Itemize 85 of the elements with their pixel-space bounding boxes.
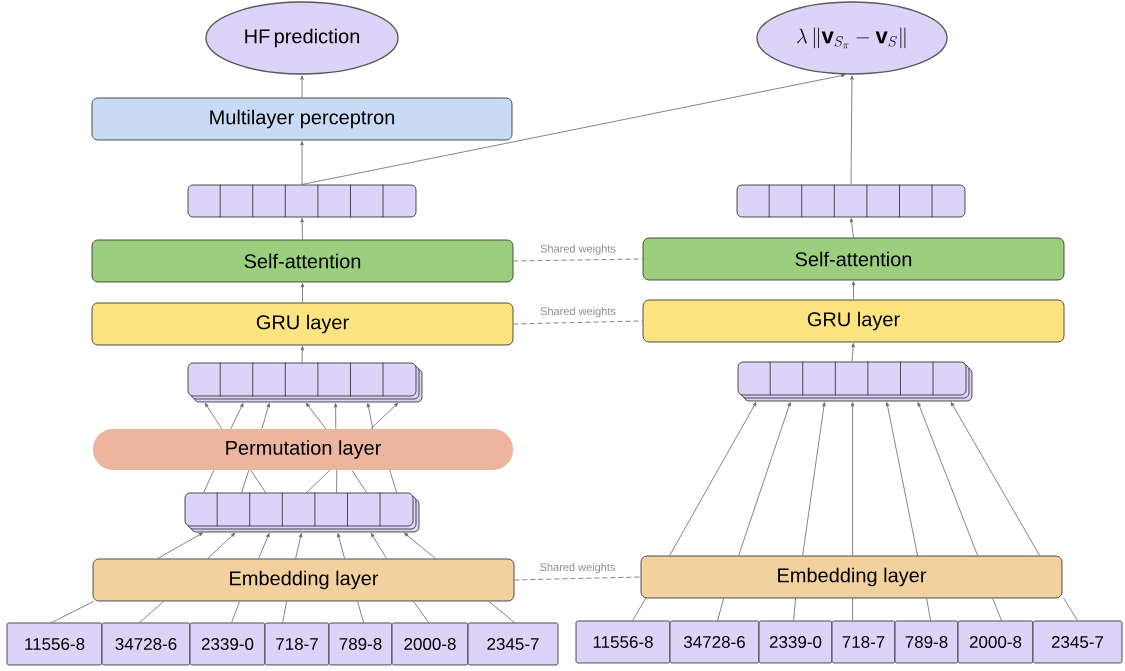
connector-line: [203, 469, 215, 493]
layer-box: Embedding layer: [92, 558, 515, 602]
arrow: [917, 402, 978, 556]
arrow: [301, 73, 846, 185]
arrow: [207, 532, 236, 559]
vector-stack: [184, 492, 420, 533]
arrow: [305, 402, 327, 430]
connector-line: [488, 601, 515, 623]
arrow: [885, 402, 918, 556]
arrow: [337, 533, 345, 559]
connector-line: [632, 598, 646, 621]
connector-line: [389, 469, 397, 493]
connector-line: [231, 601, 240, 623]
layer-box: Self-attention: [91, 239, 514, 283]
connector-line: [413, 601, 429, 623]
dashed-connector: [513, 320, 643, 325]
code-cell: 2000-8: [391, 622, 469, 666]
layer-box: Permutation layer: [93, 429, 513, 470]
connector-line: [306, 469, 331, 493]
connector-line: [926, 598, 931, 621]
connector-line: [357, 601, 364, 623]
connector-line: [793, 598, 796, 621]
arrow: [370, 532, 387, 559]
vector-stack: [737, 361, 973, 402]
layer-box: GRU layer: [642, 299, 1065, 343]
connector-line: [282, 601, 287, 623]
dashed-connector: [514, 576, 641, 581]
connector-line: [241, 469, 250, 493]
code-cell: 789-8: [328, 622, 393, 666]
connector-line: [717, 598, 724, 621]
code-cell: 2000-8: [957, 620, 1034, 664]
arrow: [669, 402, 757, 556]
edge-label: Shared weights: [538, 562, 617, 575]
arrow: [258, 533, 270, 559]
connector-line: [1063, 598, 1078, 621]
arrow: [157, 532, 203, 559]
arrow: [204, 402, 223, 430]
arrow: [850, 402, 855, 556]
arrow: [261, 403, 270, 430]
layer-box: Embedding layer: [640, 555, 1063, 599]
code-cell: 718-7: [264, 622, 330, 666]
code-cell: 34728-6: [101, 622, 191, 666]
arrow: [851, 281, 856, 300]
connector-line: [992, 598, 1002, 621]
code-cell: 789-8: [894, 620, 959, 664]
connector-line: [852, 598, 853, 621]
vector-stack: [187, 362, 423, 403]
code-cell: 2345-7: [1032, 620, 1123, 664]
arrow: [333, 403, 338, 430]
arrow: [230, 403, 244, 430]
arrow: [300, 75, 304, 98]
vector-bar: [736, 184, 966, 218]
arrow: [300, 283, 305, 303]
layer-box: Multilayer perceptron: [91, 97, 513, 141]
code-cell: 718-7: [831, 620, 896, 664]
connector-line: [139, 601, 164, 623]
connector-line: [336, 469, 338, 493]
dashed-connector: [513, 258, 643, 262]
arrow: [802, 402, 826, 556]
arrow: [850, 75, 854, 185]
arrow: [950, 401, 1040, 556]
arrow: [366, 403, 374, 430]
vector-bar: [187, 184, 417, 218]
arrow: [300, 218, 304, 240]
arrow: [404, 532, 436, 559]
layer-box: Self-attention: [642, 237, 1065, 281]
arrow: [738, 402, 791, 556]
code-cell: 2339-0: [758, 620, 833, 664]
code-cell: 2345-7: [467, 622, 559, 666]
code-cell: 2339-0: [189, 622, 266, 666]
connector-line: [351, 469, 367, 493]
connector-line: [250, 469, 266, 493]
connector-line: [51, 601, 94, 623]
edge-label: Shared weights: [539, 243, 617, 256]
arrow: [370, 402, 399, 430]
code-cell: 34728-6: [669, 620, 760, 664]
code-cell: 11556-8: [575, 620, 671, 664]
arrow: [851, 343, 855, 362]
arrow: [300, 141, 304, 185]
arrow: [849, 218, 854, 238]
edge-label: Shared weights: [539, 306, 617, 319]
layer-box: GRU layer: [91, 302, 514, 346]
code-cell: 11556-8: [6, 622, 103, 666]
arrow: [300, 346, 305, 363]
arrow: [295, 533, 303, 559]
